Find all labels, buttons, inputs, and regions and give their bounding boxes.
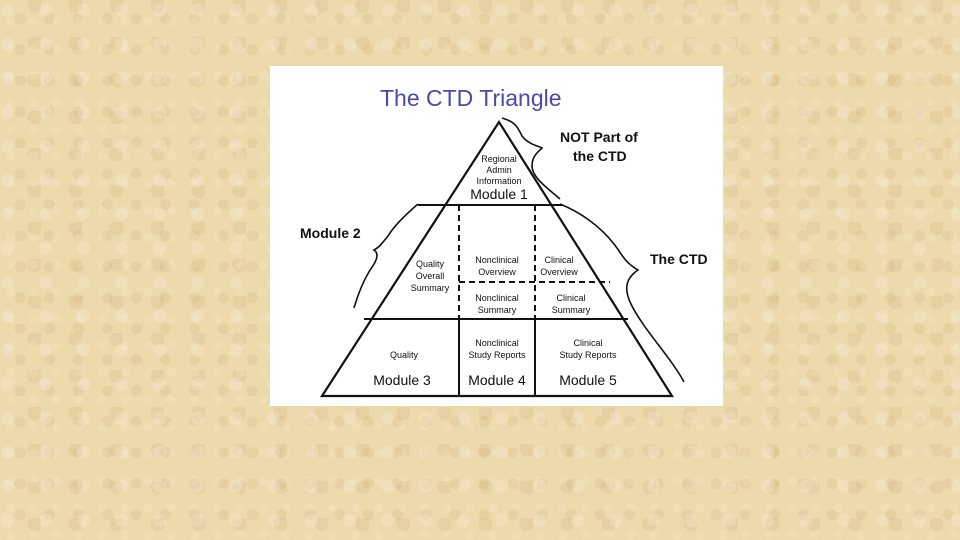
brace-not-part [501, 117, 561, 200]
nonclinical-study-reports-line1: Nonclinical [475, 338, 519, 348]
nonclinical-summary-line2: Summary [478, 305, 517, 315]
triangle-outline [319, 119, 674, 398]
clinical-overview-line2: Overview [540, 267, 578, 277]
nonclinical-overview-line1: Nonclinical [475, 255, 519, 265]
clinical-overview-line1: Clinical [544, 255, 573, 265]
brace-module2 [353, 203, 419, 309]
clinical-study-reports-line1: Clinical [573, 338, 602, 348]
module4-label: Module 4 [468, 372, 526, 388]
not-part-label-line2: the CTD [573, 148, 627, 164]
qos-line1: Quality [416, 259, 445, 269]
not-part-label-line1: NOT Part of [560, 129, 638, 145]
brace-the-ctd [559, 203, 685, 383]
apex-line-admin: Admin [486, 165, 512, 175]
clinical-summary-line2: Summary [552, 305, 591, 315]
nonclinical-study-reports-line2: Study Reports [468, 350, 526, 360]
nonclinical-overview-line2: Overview [478, 267, 516, 277]
clinical-study-reports-line2: Study Reports [559, 350, 617, 360]
clinical-summary-line1: Clinical [556, 293, 585, 303]
quality-label: Quality [390, 350, 419, 360]
diagram-title: The CTD Triangle [380, 85, 562, 111]
qos-line2: Overall [416, 271, 445, 281]
the-ctd-label: The CTD [650, 251, 708, 267]
module1-label: Module 1 [470, 186, 528, 202]
ctd-triangle-diagram: The CTD Triangle NOT Part of the CTD The… [300, 85, 708, 398]
apex-line-regional: Regional [481, 154, 517, 164]
module2-label: Module 2 [300, 225, 361, 241]
qos-line3: Summary [411, 283, 450, 293]
module3-label: Module 3 [373, 372, 431, 388]
nonclinical-summary-line1: Nonclinical [475, 293, 519, 303]
module5-label: Module 5 [559, 372, 617, 388]
apex-line-information: Information [476, 176, 521, 186]
diagram-panel: The CTD Triangle NOT Part of the CTD The… [270, 66, 723, 406]
